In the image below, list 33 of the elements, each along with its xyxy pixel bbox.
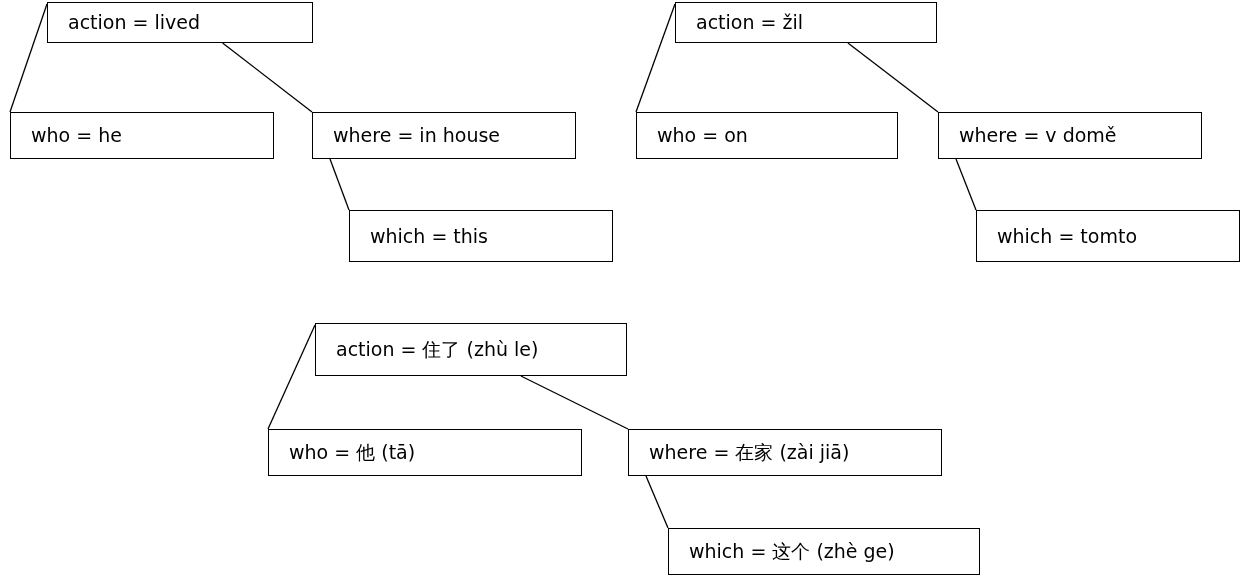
connector-line — [847, 42, 939, 113]
attribute-label: action = žil — [696, 10, 803, 36]
attribute-label: action = 住了 (zhù le) — [336, 337, 539, 363]
connector-line — [635, 3, 676, 113]
attribute-box — [268, 429, 582, 476]
connector-line — [267, 324, 316, 430]
attribute-box — [315, 323, 627, 376]
attribute-box — [636, 112, 898, 159]
attribute-label: action = lived — [68, 10, 201, 36]
attribute-label: where = 在家 (zài jiā) — [649, 440, 850, 466]
attribute-label: where = v domě — [959, 123, 1117, 149]
attribute-label: which = 这个 (zhè ge) — [689, 539, 895, 565]
attribute-box — [10, 112, 274, 159]
attribute-box — [976, 210, 1240, 262]
attribute-box — [668, 528, 980, 575]
attribute-label: who = 他 (tā) — [289, 440, 416, 466]
connector-line — [9, 3, 48, 113]
attribute-box — [349, 210, 613, 262]
attribute-label: which = this — [370, 223, 489, 249]
attribute-box — [938, 112, 1202, 159]
connector-line — [221, 42, 313, 113]
attribute-box — [312, 112, 576, 159]
attribute-box — [47, 2, 313, 43]
connector-line — [520, 375, 629, 430]
attribute-label: who = on — [657, 123, 748, 149]
connector-line — [955, 158, 977, 211]
connector-line — [645, 475, 669, 529]
attribute-box — [675, 2, 937, 43]
attribute-label: where = in house — [333, 123, 500, 149]
attribute-label: which = tomto — [997, 223, 1137, 249]
attribute-label: who = he — [31, 123, 122, 149]
connector-line — [329, 158, 350, 211]
attribute-box — [628, 429, 942, 476]
